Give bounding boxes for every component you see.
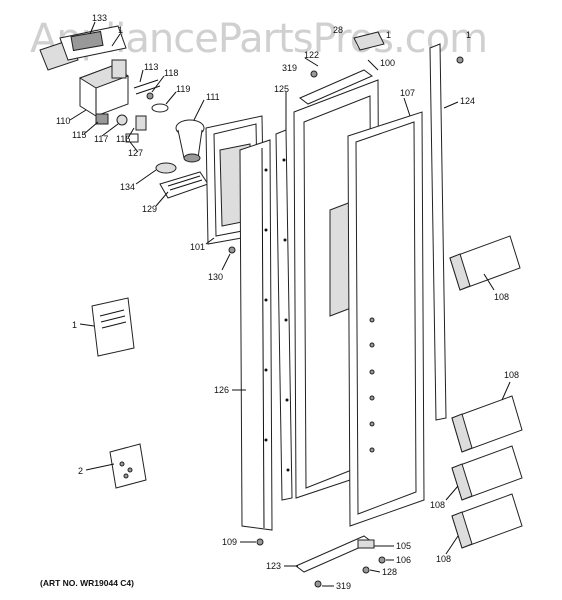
part-1-screw-right[interactable] bbox=[456, 56, 464, 64]
label-100: 100 bbox=[380, 58, 395, 68]
part-28[interactable] bbox=[353, 31, 385, 51]
label-105: 105 bbox=[396, 541, 411, 551]
label-111: 111 bbox=[206, 92, 220, 102]
label-119: 119 bbox=[176, 84, 190, 94]
part-122-top-bracket[interactable] bbox=[299, 69, 373, 105]
label-1-mid: 1 bbox=[386, 30, 391, 40]
art-number: (ART NO. WR19044 C4) bbox=[40, 578, 134, 588]
label-130: 130 bbox=[208, 272, 223, 282]
part-106[interactable] bbox=[378, 556, 386, 564]
part-134-part-129[interactable] bbox=[155, 162, 209, 199]
label-2: 2 bbox=[78, 466, 83, 476]
label-1-left: 1 bbox=[72, 320, 77, 330]
label-124: 124 bbox=[460, 96, 475, 106]
label-108-b: 108 bbox=[504, 370, 519, 380]
label-126: 126 bbox=[214, 385, 229, 395]
part-labels: 133 1 28 1 1 122 319 100 113 118 125 107… bbox=[56, 13, 519, 591]
part-108-bin-b[interactable] bbox=[451, 395, 523, 453]
label-123: 123 bbox=[266, 561, 281, 571]
part-2-hardware-bag[interactable] bbox=[109, 443, 147, 489]
part-125-trim-strip[interactable] bbox=[275, 129, 293, 501]
part-108-bin-d[interactable] bbox=[451, 493, 523, 549]
part-319-screw-top[interactable] bbox=[310, 70, 318, 78]
part-130-screw[interactable] bbox=[228, 246, 236, 254]
part-107-door-gasket[interactable] bbox=[347, 111, 425, 527]
label-1-right: 1 bbox=[466, 30, 471, 40]
label-122: 122 bbox=[304, 50, 319, 60]
part-319-screw-bottom[interactable] bbox=[314, 580, 322, 588]
label-115: 115 bbox=[72, 130, 86, 140]
part-105[interactable] bbox=[357, 539, 375, 549]
part-113-part-118[interactable] bbox=[133, 79, 161, 100]
part-124-vertical-trim[interactable] bbox=[429, 43, 447, 421]
label-1-top: 1 bbox=[118, 25, 123, 35]
part-1-manual[interactable] bbox=[91, 297, 135, 357]
label-108-a: 108 bbox=[494, 292, 509, 302]
label-107: 107 bbox=[400, 88, 415, 98]
label-109: 109 bbox=[222, 537, 237, 547]
label-319-bottom: 319 bbox=[336, 581, 351, 591]
leader-lines bbox=[69, 21, 511, 587]
part-110-housing[interactable] bbox=[78, 59, 130, 117]
label-125: 125 bbox=[274, 84, 289, 94]
label-133: 133 bbox=[92, 13, 107, 23]
label-127: 127 bbox=[128, 148, 143, 158]
label-116: 116 bbox=[116, 134, 130, 144]
label-28: 28 bbox=[333, 25, 343, 35]
label-108-d: 108 bbox=[436, 554, 451, 564]
part-115-117-116[interactable] bbox=[95, 113, 147, 143]
label-108-c: 108 bbox=[430, 500, 445, 510]
label-110: 110 bbox=[56, 116, 70, 126]
part-119-spring[interactable] bbox=[151, 103, 169, 113]
part-133-bracket[interactable] bbox=[39, 25, 127, 71]
label-134: 134 bbox=[120, 182, 135, 192]
label-117: 117 bbox=[94, 134, 108, 144]
label-118: 118 bbox=[164, 68, 178, 78]
dispenser-parts-cluster bbox=[39, 25, 209, 199]
part-109-screw[interactable] bbox=[256, 538, 264, 546]
part-111-funnel[interactable] bbox=[175, 119, 205, 163]
part-128[interactable] bbox=[362, 566, 370, 574]
part-108-bin-a[interactable] bbox=[449, 235, 521, 291]
label-106: 106 bbox=[396, 555, 411, 565]
part-108-bin-c[interactable] bbox=[451, 445, 523, 501]
label-129: 129 bbox=[142, 204, 157, 214]
label-319-top: 319 bbox=[282, 63, 297, 73]
label-113: 113 bbox=[144, 62, 158, 72]
label-101: 101 bbox=[190, 242, 205, 252]
part-126-trim-panel[interactable] bbox=[239, 139, 273, 531]
label-128: 128 bbox=[382, 567, 397, 577]
